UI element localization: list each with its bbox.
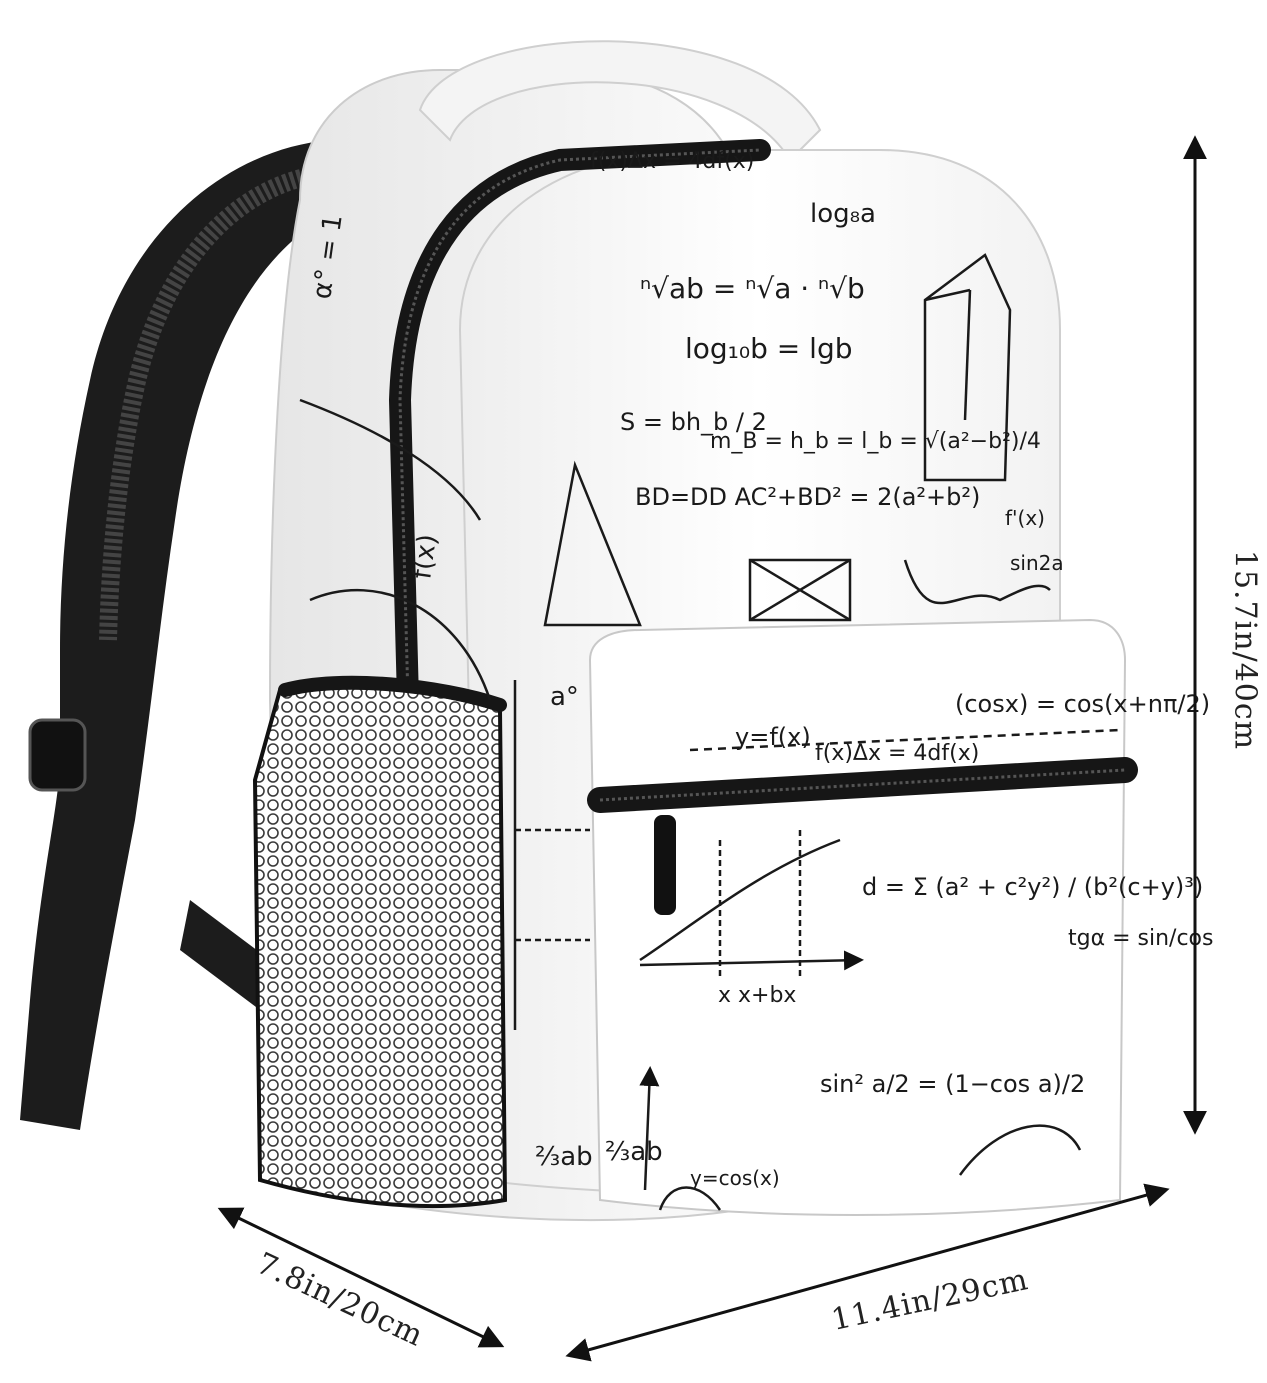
formula-d2: ⅔ab: [605, 1137, 663, 1167]
formula-c6: x x+bx: [718, 983, 796, 1008]
dimension-arrows: [217, 135, 1207, 1362]
main-zipper: [388, 139, 771, 1161]
formula-b1: f(x)Δx = 4df(x): [590, 149, 754, 174]
formula-d3: y=cos(x): [690, 1166, 780, 1190]
math-sketches: [299, 253, 1121, 1211]
formula-b3: ⁿ√ab = ⁿ√a · ⁿ√b: [640, 272, 865, 305]
formula-a2: f(x): [407, 532, 443, 581]
formula-c3: (cosx) = cos(x+nπ/2): [955, 690, 1210, 718]
formula-b5: S = bh_b / 2: [620, 408, 767, 436]
formula-c4: f(x)Δx = 4df(x): [815, 741, 979, 766]
strap-buckle: [28, 718, 87, 792]
formula-layer: α° = 1 f(x) f(x)Δx = 4df(x) log₈a ⁿ√ab =…: [307, 149, 1213, 1190]
height-dimension-label: 15.7in/40cm: [1227, 549, 1263, 751]
formula-c2: y=f(x): [735, 723, 811, 751]
formula-e1: f'(x): [1005, 506, 1045, 530]
formula-b7: BD=DD AC²+BD² = 2(a²+b²): [635, 483, 980, 511]
formula-b4: log₁₀b = lgb: [685, 332, 853, 365]
zipper-pull: [654, 815, 676, 915]
depth-arrow: [217, 1207, 505, 1348]
formula-b6: m_B = h_b = l_b = √(a²−b²)/4: [710, 429, 1041, 454]
formula-c8: tgα = sin/cos: [1068, 926, 1213, 951]
width-arrow: [565, 1183, 1170, 1362]
formula-c1: a°: [550, 682, 579, 712]
formula-d1: ⅔ab: [535, 1142, 593, 1172]
formula-c7: sin² a/2 = (1−cos a)/2: [820, 1070, 1085, 1098]
top-handle: [418, 40, 822, 162]
formula-e2: sin2a: [1010, 551, 1064, 575]
shoulder-strap: [20, 140, 330, 1130]
formula-b2: log₈a: [810, 199, 876, 229]
formula-c5: d = Σ (a² + c²y²) / (b²(c+y)³): [862, 873, 1203, 901]
side-mesh-pocket: [252, 684, 508, 1209]
